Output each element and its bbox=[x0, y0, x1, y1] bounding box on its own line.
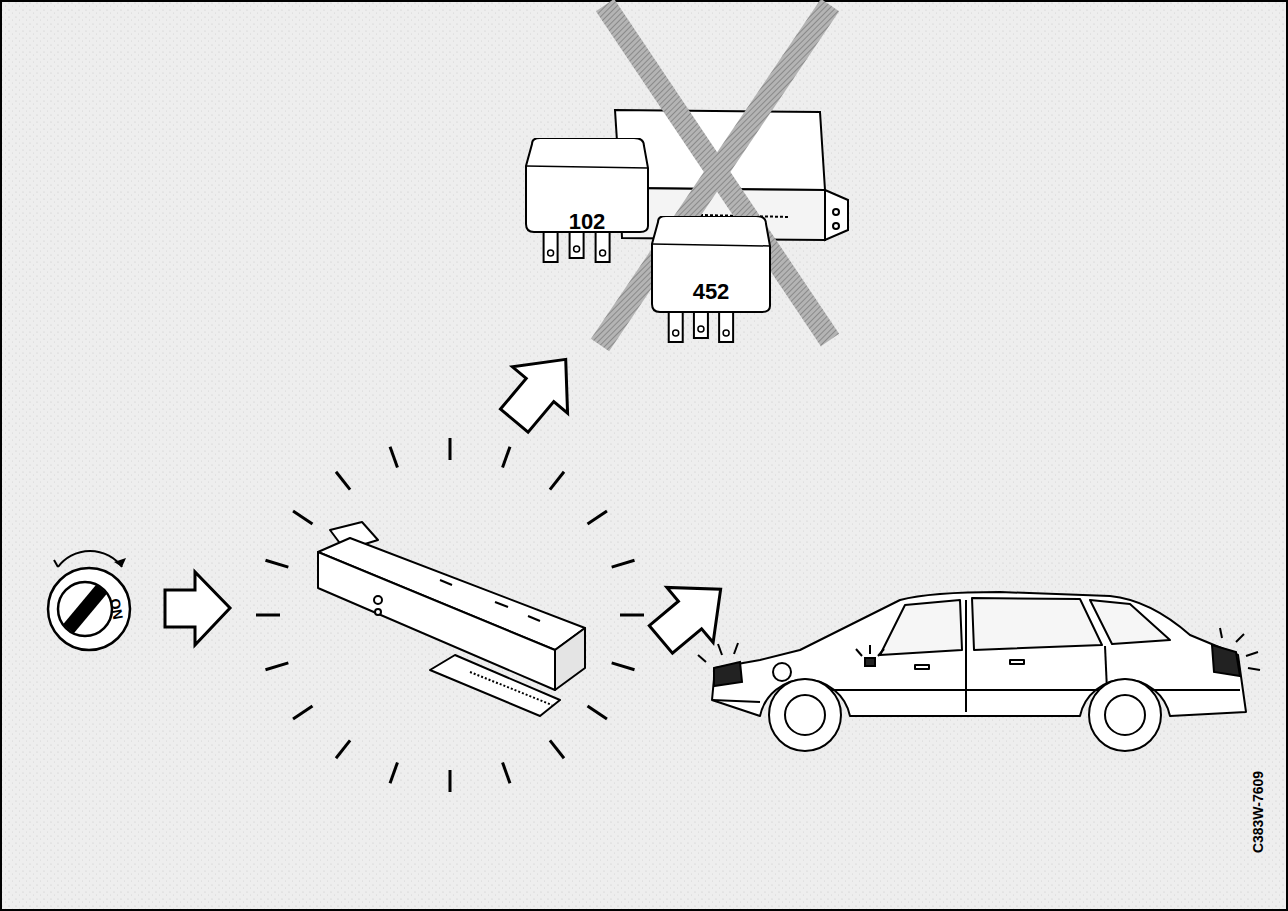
glow-ray bbox=[588, 706, 607, 719]
ignition-switch: ON bbox=[46, 566, 132, 652]
glow-ray bbox=[256, 614, 280, 617]
glow-ray bbox=[550, 472, 564, 490]
glow-ray bbox=[336, 740, 350, 758]
relay-box: 102 bbox=[522, 138, 652, 266]
relay-outline bbox=[522, 138, 652, 266]
glow-ray bbox=[550, 740, 564, 758]
glow-ray bbox=[612, 663, 635, 670]
glow-ray bbox=[390, 762, 397, 783]
relay-number: 452 bbox=[693, 279, 730, 305]
glow-ray bbox=[612, 560, 635, 567]
relay-box: 452 bbox=[648, 216, 774, 346]
glow-ray bbox=[588, 511, 607, 524]
glow-ray bbox=[336, 472, 350, 490]
relay-number: 102 bbox=[569, 209, 606, 235]
glow-ray bbox=[449, 438, 452, 460]
switch-position: ON bbox=[106, 597, 125, 620]
glow-ray bbox=[449, 770, 452, 792]
glow-ray bbox=[620, 614, 644, 617]
glow-ray bbox=[503, 447, 510, 468]
glow-ray bbox=[390, 447, 397, 468]
figure-code: C383W-7609 bbox=[1250, 771, 1266, 853]
glow-ray bbox=[293, 706, 312, 719]
glow-ray bbox=[265, 560, 288, 567]
glow-ray bbox=[293, 511, 312, 524]
glow-ray bbox=[265, 663, 288, 670]
glow-ray bbox=[503, 762, 510, 783]
